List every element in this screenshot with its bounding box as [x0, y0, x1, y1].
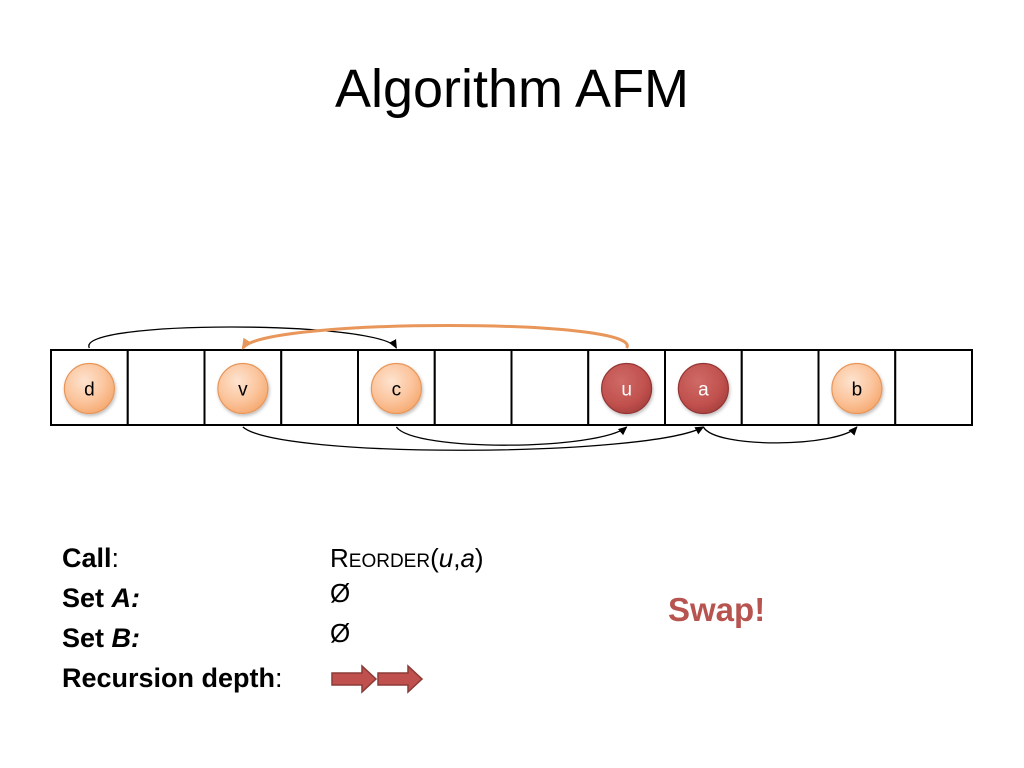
array-cell	[126, 349, 206, 426]
array-cell	[740, 349, 820, 426]
edge-arcs	[88, 324, 858, 451]
node-circle	[677, 362, 729, 415]
swap-label: Swap!	[668, 591, 766, 628]
recursion-depth-label: Recursion depth:	[62, 663, 283, 693]
array-cell	[280, 349, 359, 426]
set-b-value: Ø	[330, 618, 351, 648]
node-circle	[831, 362, 883, 415]
edge-c-u	[395, 426, 628, 446]
node-a: a	[677, 362, 729, 415]
info-values: REORDER(u,a) Ø Ø	[330, 538, 484, 658]
slide-title: Algorithm AFM	[334, 59, 690, 119]
node-d: d	[63, 362, 115, 415]
call-value: REORDER(u,a)	[330, 543, 484, 573]
info-labels: Call: Set A: Set B: Recursion depth:	[62, 538, 283, 698]
node-b: b	[831, 362, 883, 415]
recursion-depth-arrows	[331, 664, 424, 694]
set-b-label: Set B:	[62, 623, 141, 653]
array-cell	[894, 349, 973, 426]
edge-a-b	[702, 426, 858, 444]
node-circle	[601, 362, 653, 415]
array-cell	[433, 349, 513, 426]
node-u: u	[601, 362, 653, 415]
node-label: u	[621, 380, 632, 401]
node-v: v	[217, 362, 269, 415]
call-label: Call:	[62, 543, 120, 573]
array-cell	[510, 349, 590, 426]
set-a-label: Set A:	[62, 583, 141, 613]
node-label: c	[392, 380, 402, 401]
node-circle	[217, 362, 269, 415]
set-a-value: Ø	[330, 578, 351, 608]
node-c: c	[370, 362, 422, 415]
edge-d-c	[88, 326, 397, 349]
node-label: d	[84, 380, 95, 401]
edge-u-v	[241, 324, 629, 350]
node-label: v	[238, 380, 248, 401]
depth-arrow-icon	[331, 664, 378, 694]
node-label: a	[698, 380, 709, 401]
edge-v-a	[242, 426, 705, 451]
node-label: b	[852, 380, 863, 401]
node-circle	[370, 362, 422, 415]
depth-arrow-icon	[377, 664, 424, 694]
node-circle	[63, 362, 115, 415]
